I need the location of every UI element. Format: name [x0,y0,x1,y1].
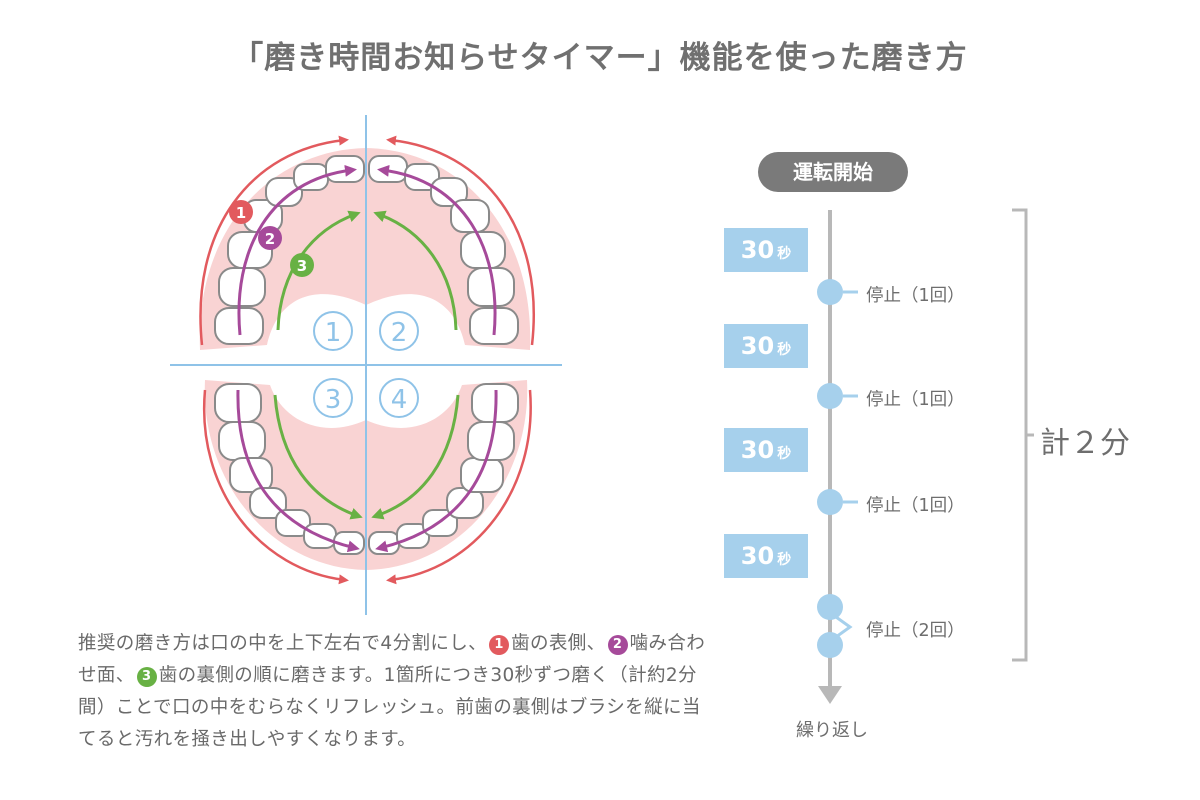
quadrant-label-1: 1 [313,311,353,351]
stop-label-3: 停止（1回） [866,496,965,516]
quadrant-label-2: 2 [379,311,419,351]
page-title: 「磨き時間お知らせタイマー」機能を使った磨き方 [232,40,968,76]
svg-text:2: 2 [391,318,408,348]
step-badge-2: 2 [607,635,628,655]
step-badge-1: 1 [489,635,510,655]
quadrant-label-3: 3 [313,378,353,418]
total-time-label: 計２分 [1040,426,1130,461]
svg-text:3: 3 [325,385,342,415]
description-part-1: 推奨の磨き方は口の中を上下左右で4分割にし、 [78,633,488,654]
timeline-arrow-head [818,686,842,704]
timeline [817,208,1034,704]
step-marker-3: 3 [290,253,314,277]
start-label: 運転開始 [758,152,908,192]
svg-text:1: 1 [325,318,342,348]
svg-text:2: 2 [265,230,275,248]
step-marker-1: 1 [229,200,253,224]
stop-label-2: 停止（1回） [866,390,965,410]
stop-label-1: 停止（1回） [866,286,965,306]
step-marker-2: 2 [258,226,282,250]
description-part-3: 噛み合わせ面、 [78,633,706,686]
total-bracket [1012,208,1034,662]
repeat-label: 繰り返し [796,720,868,741]
svg-text:4: 4 [391,385,408,415]
svg-text:3: 3 [297,257,307,275]
stop-label-4: 停止（2回） [866,621,965,641]
step-badge-3: 3 [136,667,157,687]
svg-text:1: 1 [236,204,246,222]
purple-arrows [236,164,498,553]
description-part-4: 歯の裏側の順に磨きます。1箇所につき30秒ずつ磨く（計約2分間）ことで口の中をむ… [78,665,701,750]
quadrant-label-4: 4 [379,378,419,418]
description-part-2: 歯の表側、 [511,633,606,654]
